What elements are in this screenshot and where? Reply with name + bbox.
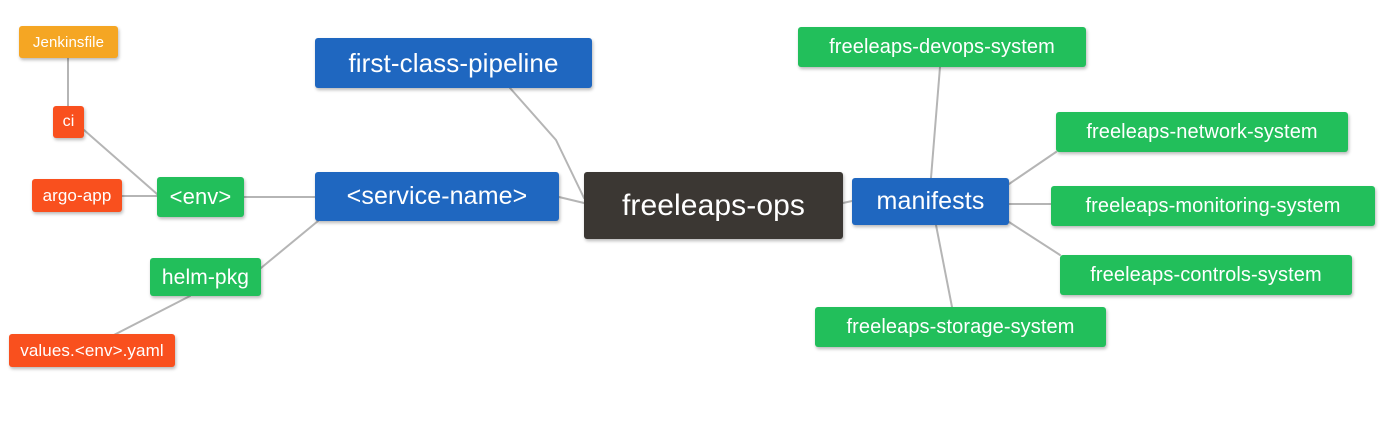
node-jenkinsfile[interactable]: Jenkinsfile [19, 26, 118, 58]
node-freeleaps-devops-system[interactable]: freeleaps-devops-system [798, 27, 1086, 67]
edge-freeleaps-ops-to-manifests [842, 200, 853, 204]
node-values-env-yaml[interactable]: values.<env>.yaml [9, 334, 175, 367]
edge-manifests-to-freeleaps-storage-system [935, 224, 953, 308]
edge-manifests-to-freeleaps-controls-system [1008, 221, 1061, 256]
node-first-class-pipeline[interactable]: first-class-pipeline [315, 38, 592, 88]
edge-helm-pkg-to-values-env-yaml [109, 295, 191, 338]
edge-manifests-to-freeleaps-network-system [1008, 151, 1057, 185]
node-manifests[interactable]: manifests [852, 178, 1009, 225]
node-env[interactable]: <env> [157, 177, 244, 217]
edge-service-name-to-helm-pkg [260, 220, 319, 269]
edge-freeleaps-ops-to-service-name [558, 196, 585, 204]
node-freeleaps-monitoring-system[interactable]: freeleaps-monitoring-system [1051, 186, 1375, 226]
node-freeleaps-controls-system[interactable]: freeleaps-controls-system [1060, 255, 1352, 295]
node-freeleaps-network-system[interactable]: freeleaps-network-system [1056, 112, 1348, 152]
node-freeleaps-storage-system[interactable]: freeleaps-storage-system [815, 307, 1106, 347]
node-freeleaps-ops[interactable]: freeleaps-ops [584, 172, 843, 239]
node-service-name[interactable]: <service-name> [315, 172, 559, 221]
node-ci[interactable]: ci [53, 106, 84, 138]
edge-manifests-to-freeleaps-devops-system [930, 66, 941, 179]
node-helm-pkg[interactable]: helm-pkg [150, 258, 261, 296]
node-argo-app[interactable]: argo-app [32, 179, 122, 212]
